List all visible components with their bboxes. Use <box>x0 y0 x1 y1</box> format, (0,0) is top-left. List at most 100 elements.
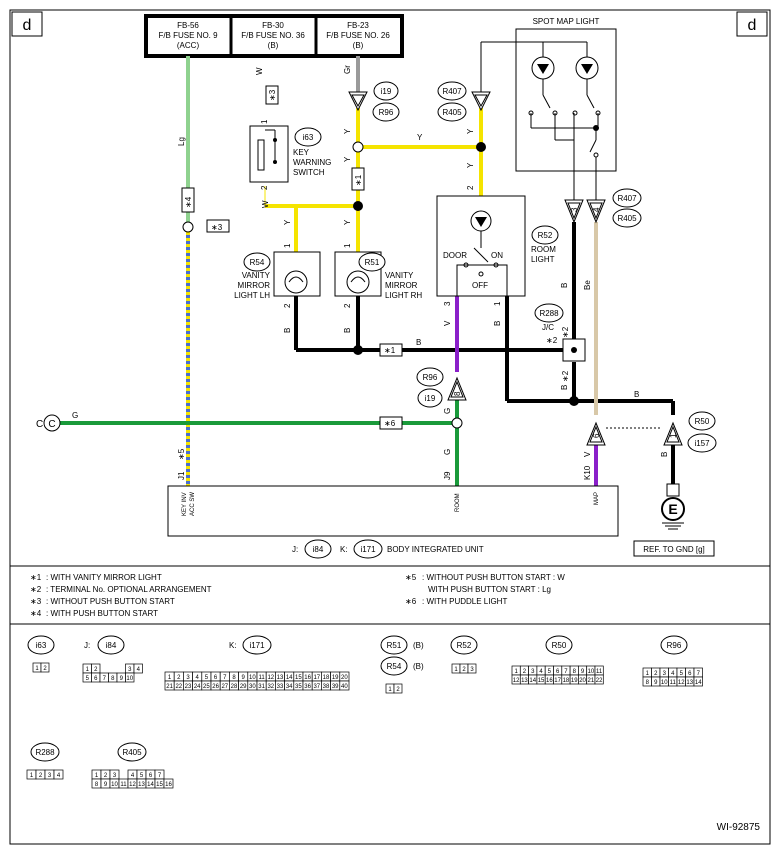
svg-text:: WITHOUT PUSH BUTTON START: : WITHOUT PUSH BUTTON START <box>46 597 175 606</box>
open-terminal <box>182 221 194 233</box>
sig-accsw: ACC SW <box>190 492 196 516</box>
reference-tag: i171 <box>353 539 383 559</box>
connector-tag: R52 <box>450 635 478 655</box>
svg-text:15: 15 <box>295 675 302 681</box>
c-terminal: C C <box>36 414 61 432</box>
svg-text:4: 4 <box>196 675 200 681</box>
svg-text:21: 21 <box>588 678 595 684</box>
reference-tag: R50 <box>688 411 716 431</box>
wire-label-gr: Gr <box>343 65 352 74</box>
svg-text:d: d <box>23 17 32 34</box>
svg-text:MIRROR: MIRROR <box>385 281 418 290</box>
ground-ref: REF. TO GND [g] <box>643 545 705 554</box>
reference-tag-text: i171 <box>360 545 376 554</box>
svg-text:7: 7 <box>697 671 701 677</box>
svg-text:10: 10 <box>249 675 256 681</box>
svg-text:4: 4 <box>539 669 543 675</box>
svg-text:3: 3 <box>531 669 535 675</box>
svg-text:10: 10 <box>111 782 118 788</box>
wire-label-y6: Y <box>466 162 475 168</box>
svg-text:18: 18 <box>323 675 330 681</box>
svg-text:11: 11 <box>596 669 603 675</box>
svg-text:13: 13 <box>138 782 145 788</box>
junction <box>476 142 486 152</box>
wire-label-lg: Lg <box>177 137 186 146</box>
svg-text:13: 13 <box>686 680 693 686</box>
svg-text:13: 13 <box>277 675 284 681</box>
svg-text:: WITH PUSH BUTTON START: : WITH PUSH BUTTON START <box>46 609 158 618</box>
svg-text:38: 38 <box>323 684 330 690</box>
svg-text:11: 11 <box>258 675 265 681</box>
svg-text:ON: ON <box>491 251 503 260</box>
marker-box-s1-h <box>379 343 403 357</box>
joint-connector-r288 <box>562 338 586 362</box>
spot-map-light-title: SPOT MAP LIGHT <box>533 17 600 26</box>
pin-map-6: 6 <box>592 433 601 438</box>
wire-label-b-lower: B <box>634 390 639 399</box>
marker-box-s1-v <box>351 167 365 191</box>
svg-text:: TERMINAL No. OPTIONAL ARRANG: : TERMINAL No. OPTIONAL ARRANGEMENT <box>46 585 212 594</box>
svg-text:25: 25 <box>203 684 210 690</box>
svg-text:2: 2 <box>104 773 108 779</box>
svg-text:21: 21 <box>166 684 173 690</box>
svg-text:37: 37 <box>313 684 320 690</box>
svg-text:1: 1 <box>514 669 518 675</box>
svg-text:2: 2 <box>396 687 400 693</box>
svg-text:4: 4 <box>137 667 141 673</box>
svg-text:15: 15 <box>156 782 163 788</box>
open-terminal <box>352 141 364 153</box>
svg-text:K:: K: <box>229 641 237 650</box>
svg-text:40: 40 <box>341 684 348 690</box>
svg-text:SWITCH: SWITCH <box>293 168 325 177</box>
wire-label-b-ground: B <box>660 452 669 457</box>
svg-text:5: 5 <box>548 669 552 675</box>
wire-label-g-room1: G <box>443 408 452 414</box>
svg-text:9: 9 <box>581 669 585 675</box>
svg-text:19: 19 <box>332 675 339 681</box>
notes-left: ∗1: WITH VANITY MIRROR LIGHT ∗2: TERMINA… <box>30 573 212 618</box>
svg-text:WARNING: WARNING <box>293 158 331 167</box>
reference-tag: i19 <box>417 388 443 408</box>
pin-lh-2: 2 <box>283 303 292 308</box>
svg-text:4: 4 <box>131 773 135 779</box>
marker-s6: ∗6 <box>384 419 396 428</box>
spot-map-light-unit <box>480 28 617 200</box>
svg-text:14: 14 <box>695 680 702 686</box>
pin-key-1: 1 <box>260 119 269 124</box>
svg-text:22: 22 <box>175 684 182 690</box>
marker-s3-top: ∗3 <box>268 89 277 101</box>
wire-label-y4: Y <box>283 219 292 225</box>
svg-text:10: 10 <box>661 680 668 686</box>
fuse-fb23: FB-23 F/B FUSE NO. 26 (B) <box>326 21 390 50</box>
wire-label-y5: Y <box>466 128 475 134</box>
svg-text:11: 11 <box>120 782 127 788</box>
connector-tag: R54(B) <box>380 656 424 676</box>
svg-text:2: 2 <box>523 669 527 675</box>
svg-text:∗6: ∗6 <box>405 597 417 606</box>
wire-label-g-room2: G <box>443 449 452 455</box>
marker-box-s3-top <box>265 85 279 105</box>
reference-tag: R405 <box>437 102 467 122</box>
marker-box-s6 <box>379 416 403 430</box>
svg-text:17: 17 <box>554 678 561 684</box>
marker-box-s4 <box>181 187 195 213</box>
svg-text:8: 8 <box>111 676 115 682</box>
vanity-mirror-light-lh <box>273 251 321 297</box>
wire-label-b-horizontal: B <box>416 338 421 347</box>
marker-s5: ∗5 <box>177 448 186 460</box>
reference-tag-text: R96 <box>379 108 394 117</box>
reference-tag-text: i84 <box>313 545 324 554</box>
connector-r407-r405-spot <box>564 199 606 224</box>
svg-text:1: 1 <box>30 773 34 779</box>
body-unit-k-label: K: <box>340 545 348 554</box>
reference-tag: i157 <box>687 433 717 453</box>
svg-text:6: 6 <box>214 675 218 681</box>
svg-text:16: 16 <box>546 678 553 684</box>
svg-text:7: 7 <box>223 675 227 681</box>
connector-r96-i19-lower <box>447 376 467 401</box>
ground-ref-box <box>633 540 715 557</box>
